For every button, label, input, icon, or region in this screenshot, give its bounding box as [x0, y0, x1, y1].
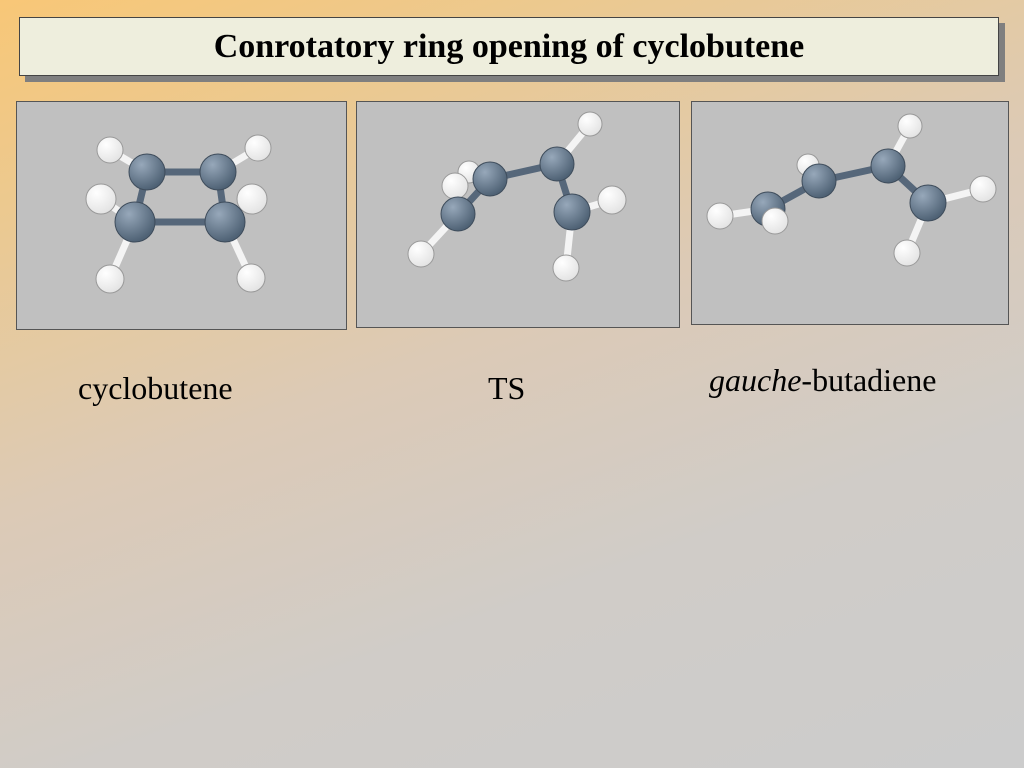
hydrogen-atom: [236, 183, 268, 215]
carbon-atom: [553, 193, 591, 231]
carbon-atom: [801, 163, 837, 199]
caption-gauche-butadiene: gauche-butadiene: [709, 362, 936, 399]
carbon-atom: [909, 184, 947, 222]
hydrogen-atom: [893, 239, 921, 267]
carbon-atom: [870, 148, 906, 184]
hydrogen-atom: [85, 183, 117, 215]
carbon-atom: [440, 196, 476, 232]
caption-cyclobutene: cyclobutene: [78, 370, 233, 406]
gauche-butadiene-model-panel: [691, 101, 1009, 325]
hydrogen-atom: [761, 207, 789, 235]
atoms: [85, 134, 272, 294]
carbon-atom: [539, 146, 575, 182]
bonds: [719, 124, 984, 255]
ts-molecule: [407, 111, 627, 282]
hydrogen-atom: [95, 264, 125, 294]
carbon-atom: [472, 161, 508, 197]
hydrogen-atom: [597, 185, 627, 215]
carbon-atom: [128, 153, 166, 191]
atoms: [706, 113, 997, 267]
atoms: [407, 111, 627, 282]
hydrogen-atom: [407, 240, 435, 268]
hydrogen-atom: [96, 136, 124, 164]
slide-title-box: Conrotatory ring opening of cyclobutene: [19, 17, 1005, 82]
caption-butadiene-rest: -butadiene: [801, 362, 937, 398]
cyclobutene-molecule: [85, 134, 272, 294]
hydrogen-atom: [552, 254, 580, 282]
hydrogen-atom: [244, 134, 272, 162]
carbon-atom: [199, 153, 237, 191]
hydrogen-atom: [441, 172, 469, 200]
ts-model-panel: [356, 101, 680, 328]
hydrogen-atom: [706, 202, 734, 230]
carbon-atom: [204, 201, 246, 243]
gauche-butadiene-molecule: [706, 113, 997, 267]
hydrogen-atom: [236, 263, 266, 293]
slide-title: Conrotatory ring opening of cyclobutene: [19, 17, 999, 76]
carbon-atom: [114, 201, 156, 243]
hydrogen-atom: [969, 175, 997, 203]
caption-ts: TS: [488, 370, 526, 406]
hydrogen-atom: [897, 113, 923, 139]
cyclobutene-model-panel: [16, 101, 347, 330]
hydrogen-atom: [577, 111, 603, 137]
caption-gauche-italic: gauche: [709, 362, 802, 398]
